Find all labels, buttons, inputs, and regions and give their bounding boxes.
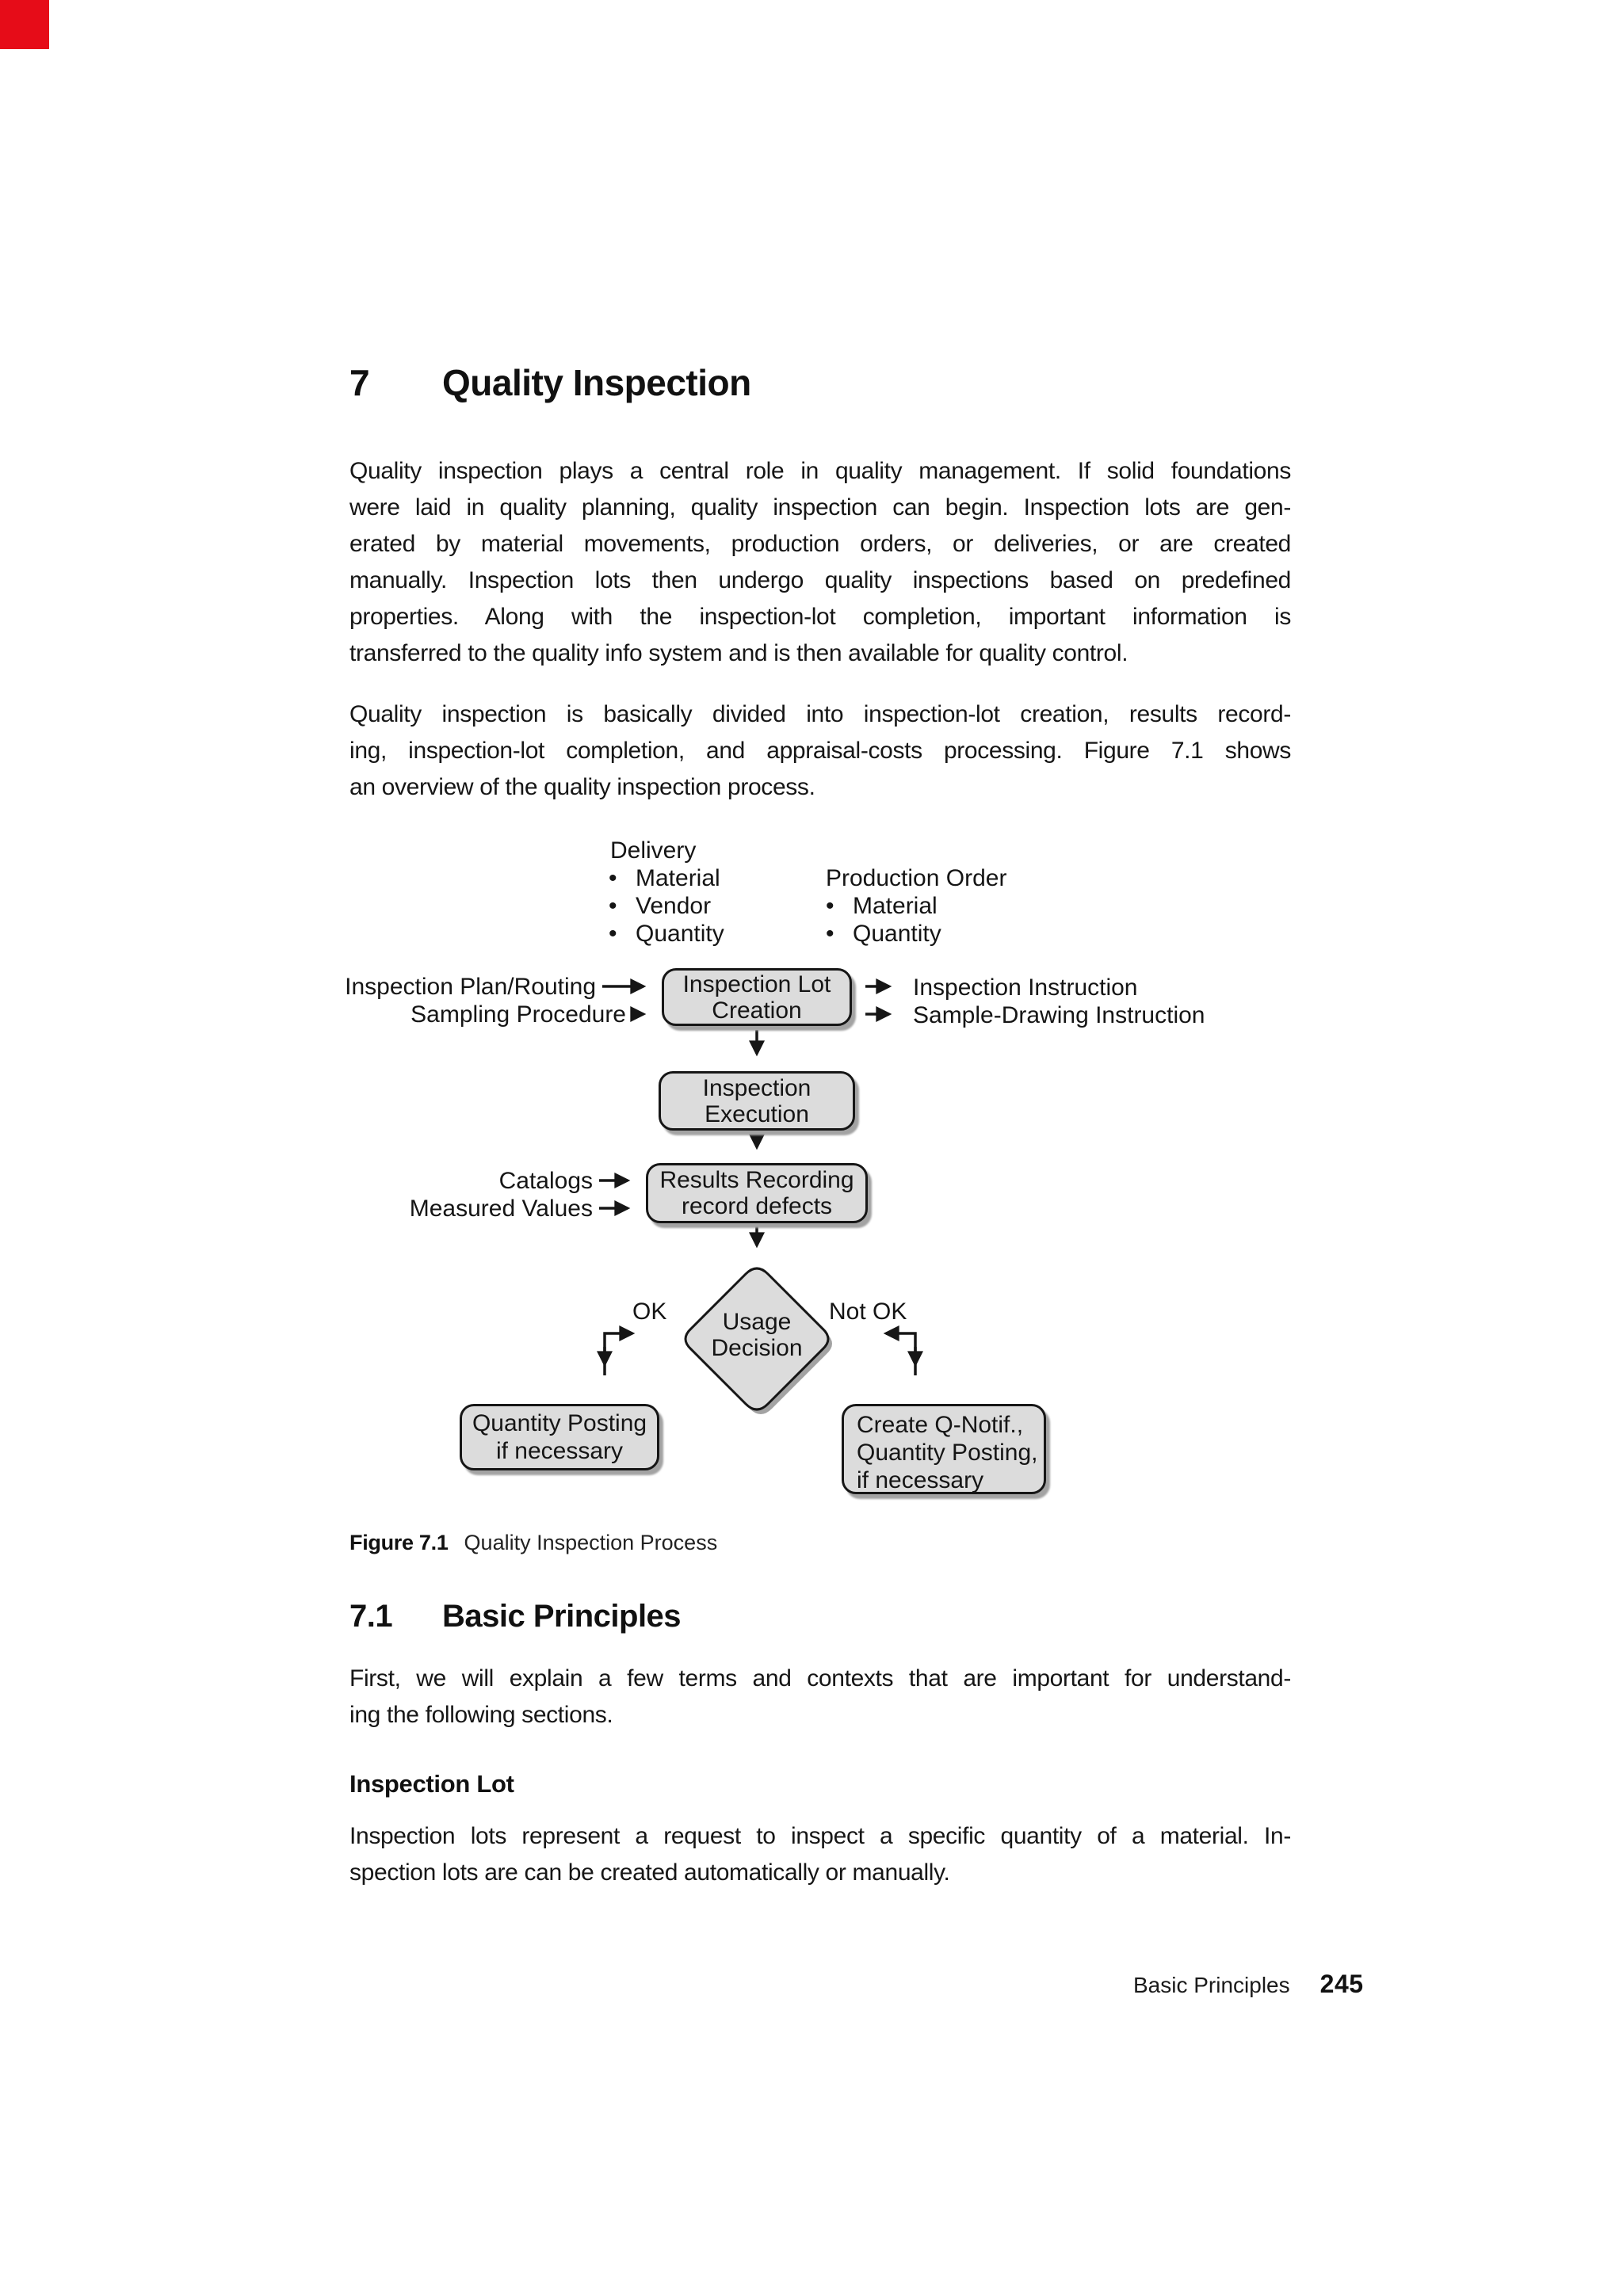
text-line: manually. Inspection lots then undergo q… — [349, 567, 1291, 593]
box-inspection-lot-creation: Inspection Lot Creation — [662, 968, 852, 1026]
footer-page-number: 245 — [1319, 1970, 1364, 1998]
input-measured-values-label: Measured Values — [409, 1196, 593, 1222]
list-item: •Quantity — [826, 921, 941, 947]
bullet-icon: • — [826, 893, 834, 919]
bullet-icon: • — [609, 921, 617, 947]
footer-section-label: Basic Principles — [1133, 1973, 1290, 1997]
output-sample-drawing-label: Sample-Drawing Instruction — [913, 1002, 1205, 1028]
chapter-number: 7 — [349, 362, 370, 403]
delivery-label: Delivery — [610, 837, 697, 864]
figure-caption-label: Figure 7.1 — [349, 1531, 449, 1554]
page-corner-marker — [0, 0, 49, 49]
text-line: ing, inspection-lot completion, and appr… — [349, 738, 1291, 764]
list-item: •Material — [609, 865, 720, 891]
chapter-heading: 7 Quality Inspection — [349, 361, 751, 404]
input-sampling-procedure-label: Sampling Procedure — [411, 1001, 626, 1028]
chapter-title: Quality Inspection — [442, 362, 751, 403]
input-catalogs-label: Catalogs — [498, 1168, 593, 1194]
box-results-recording: Results Recording record defects — [646, 1163, 868, 1223]
box-inspection-execution: Inspection Execution — [659, 1071, 855, 1131]
text-line: First, we will explain a few terms and c… — [349, 1665, 1291, 1691]
production-order-label: Production Order — [826, 865, 1007, 891]
not-ok-label: Not OK — [829, 1299, 907, 1325]
page-footer: Basic Principles 245 — [1133, 1970, 1364, 1999]
text-line: Quality inspection plays a central role … — [349, 458, 1291, 484]
input-inspection-plan-label: Inspection Plan/Routing — [345, 974, 596, 1000]
section-heading: 7.1 Basic Principles — [349, 1599, 682, 1634]
section-number: 7.1 — [349, 1599, 393, 1634]
text-line: spection lots are can be created automat… — [349, 1859, 950, 1886]
text-line: erated by material movements, production… — [349, 531, 1291, 557]
subsection-heading: Inspection Lot — [349, 1770, 514, 1798]
text-line: Quality inspection is basically divided … — [349, 701, 1291, 727]
arrow-notok-elbow-left — [883, 1325, 917, 1375]
figure-caption-text: Quality Inspection Process — [464, 1531, 718, 1554]
ok-label: OK — [632, 1299, 667, 1325]
list-item: •Vendor — [609, 893, 712, 919]
figure-caption: Figure 7.1 Quality Inspection Process — [349, 1531, 717, 1555]
text-line: properties. Along with the inspection-lo… — [349, 604, 1291, 630]
section-paragraph: First, we will explain a few terms and c… — [349, 1661, 1291, 1733]
text-line: transferred to the quality info system a… — [349, 640, 1128, 666]
list-item: •Quantity — [609, 921, 724, 947]
section-title: Basic Principles — [442, 1599, 682, 1634]
list-item: •Material — [826, 893, 938, 919]
bullet-icon: • — [609, 893, 617, 919]
intro-paragraph-2: Quality inspection is basically divided … — [349, 696, 1291, 806]
text-line: Inspection lots represent a request to i… — [349, 1823, 1291, 1849]
arrow-ok-elbow-right — [603, 1325, 636, 1375]
box-create-qnotif: Create Q-Notif., Quantity Posting, if ne… — [842, 1404, 1046, 1494]
bullet-icon: • — [609, 865, 617, 891]
box-usage-decision: Usage Decision — [711, 1309, 803, 1361]
output-inspection-instruction-label: Inspection Instruction — [913, 974, 1138, 1001]
text-line: an overview of the quality inspection pr… — [349, 774, 815, 800]
intro-paragraph-1: Quality inspection plays a central role … — [349, 453, 1291, 672]
production-order-list: •Material •Quantity — [826, 892, 941, 948]
delivery-list: •Material •Vendor •Quantity — [609, 864, 724, 948]
subsection-paragraph: Inspection lots represent a request to i… — [349, 1818, 1291, 1891]
box-quantity-posting: Quantity Posting if necessary — [460, 1404, 659, 1470]
text-line: ing the following sections. — [349, 1702, 613, 1728]
bullet-icon: • — [826, 921, 834, 947]
text-line: were laid in quality planning, quality i… — [349, 494, 1291, 521]
